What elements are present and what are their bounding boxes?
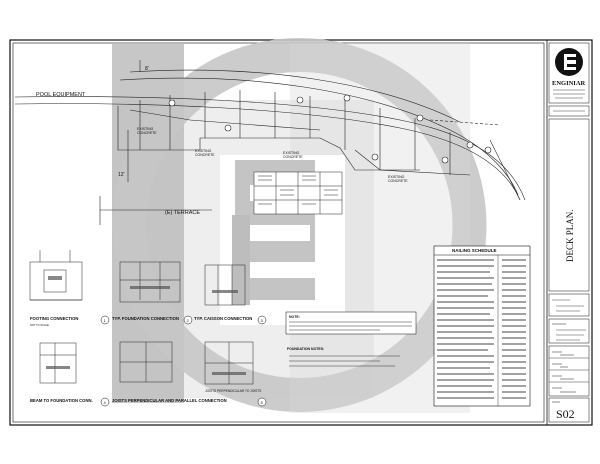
existing-concrete-label: EXISTING <box>137 127 154 131</box>
schedule-title: NAILING SCHEDULE <box>452 248 497 253</box>
post-markers <box>168 94 492 164</box>
deck-plan-linework <box>14 60 526 225</box>
sheet-title: DECK PLAN. <box>565 209 575 262</box>
brand-name: ENGINIAR <box>552 80 586 87</box>
note-box <box>285 311 417 335</box>
title-block: ENGINIAR DECK PLAN. <box>546 40 590 425</box>
detail-title-footing-connection: FOOTING CONNECTION <box>30 316 78 321</box>
dimension-label: 12' <box>118 172 125 178</box>
detail-number-marker <box>257 315 267 325</box>
pool-equipment-label: POOL EQUIPMENT <box>36 92 86 98</box>
detail-title-typ-cassion-connection: TYP. CAISSON CONNECTION <box>194 316 252 321</box>
existing-concrete-label: CONCRETE <box>137 131 157 135</box>
sheet-number: S02 <box>556 407 575 421</box>
existing-concrete-label: CONCRETE <box>388 179 408 183</box>
nailing-schedule: NAILING SCHEDULE <box>433 245 531 407</box>
watermark-logo <box>112 38 487 413</box>
detail-title-joist-connection: JOISTS PERPENDICULAR AND PARALLEL CONNEC… <box>112 398 227 403</box>
detail-title-perpendicular-joists: JOISTS PERPENDICULAR TO JOISTS <box>205 389 261 393</box>
detail-title-typ-foundation-connection: TYP. FOUNDATION CONNECTION <box>112 316 179 321</box>
note-title: NOTE: <box>289 315 300 319</box>
existing-concrete-label: EXISTING <box>388 175 405 179</box>
decking-pattern <box>253 171 343 215</box>
foundation-notes-title: FOUNDATION NOTES: <box>287 347 324 351</box>
note-text-lines <box>289 321 412 331</box>
existing-concrete-label: CONCRETE <box>195 153 215 157</box>
detail-scale-note: NOT TO SCALE <box>30 323 49 327</box>
detail-fills <box>46 276 246 375</box>
detail-number: 3 <box>261 318 264 323</box>
detail-number: 2 <box>187 318 190 323</box>
detail-drawings <box>29 250 254 385</box>
detail-number: 5 <box>261 400 264 405</box>
existing-concrete-label: EXISTING <box>195 149 212 153</box>
detail-title-beam-to-foundation: BEAM TO FOUNDATION CONN. <box>30 398 93 403</box>
detail-number-marker <box>257 397 267 407</box>
foundation-notes-lines <box>289 355 400 367</box>
detail-number-marker <box>100 315 110 325</box>
terrace-label: (E) TERRACE <box>165 210 200 216</box>
detail-number-marker <box>183 315 193 325</box>
detail-number-marker <box>100 397 110 407</box>
existing-concrete-label: EXISTING <box>283 151 300 155</box>
existing-concrete-label: CONCRETE <box>283 155 303 159</box>
dimension-label: 8' <box>145 66 149 72</box>
detail-number: 4 <box>104 400 107 405</box>
detail-number: 1 <box>104 318 107 323</box>
